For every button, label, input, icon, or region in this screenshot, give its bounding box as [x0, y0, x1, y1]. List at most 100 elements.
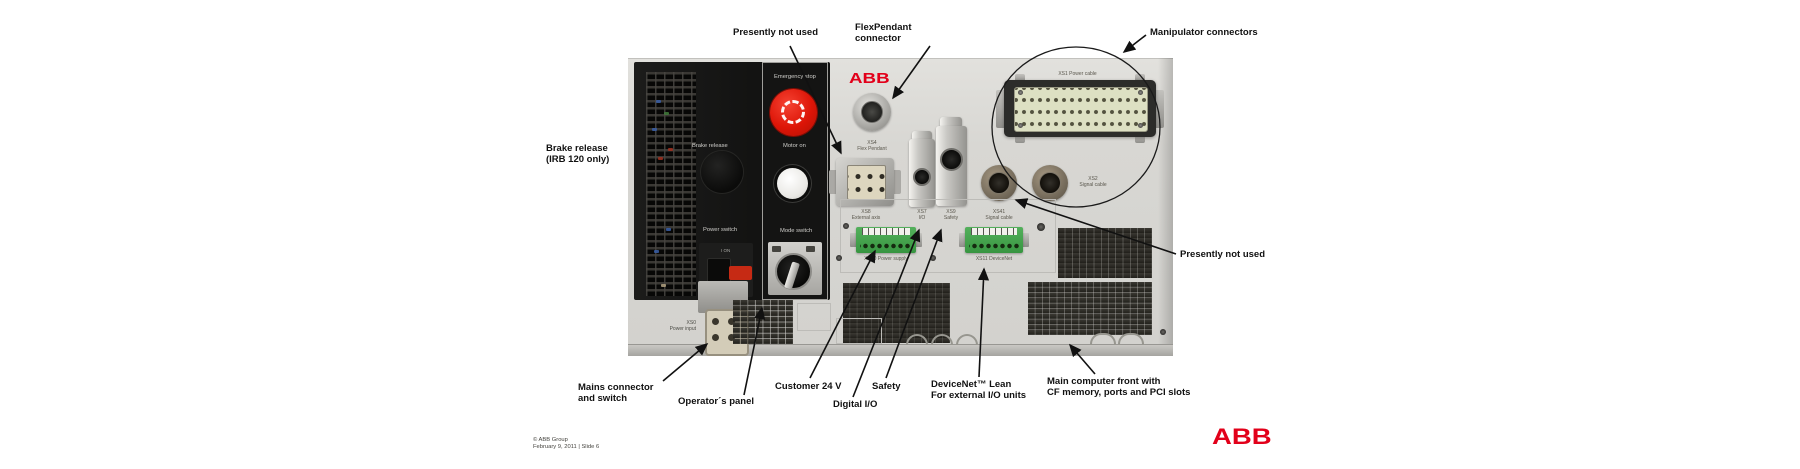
- case-screw: [843, 223, 849, 229]
- breaker-on-label: I ON: [721, 248, 731, 253]
- panel-brake-release-label: Brake release: [692, 143, 728, 149]
- grille-glint: [654, 250, 659, 253]
- callout-devicenet-line1: DeviceNet™ Lean: [931, 379, 1012, 390]
- xs41-code: XS41: [992, 209, 1006, 215]
- xs9-code: XS9: [946, 209, 956, 215]
- grille-glint: [656, 100, 661, 103]
- callout-devicenet-line2: For external I/O units: [931, 390, 1027, 401]
- mode-switch-label: Mode switch: [780, 228, 813, 234]
- xs2-label: XS2 Signal cable: [1070, 176, 1116, 188]
- xs7-socket: [913, 168, 931, 186]
- xs0-pin: [712, 318, 719, 325]
- xs0-code: XS0: [686, 320, 696, 326]
- callout-customer-24v: Customer 24 V: [775, 381, 842, 392]
- bottom-cutout-arc: [956, 334, 978, 345]
- breaker-red-handle[interactable]: [729, 266, 752, 280]
- motor-on-button[interactable]: [777, 168, 808, 199]
- xs1-screw: [1138, 90, 1143, 95]
- cutout-outline: [797, 303, 831, 331]
- xs11-label: XS11 DeviceNet: [975, 256, 1013, 262]
- xs8-flange: [892, 170, 901, 194]
- emergency-stop-label: Emergency stop: [774, 74, 816, 80]
- xs1-screw: [1018, 123, 1023, 128]
- grille-glint: [661, 284, 666, 287]
- xs11-screws: [969, 237, 1019, 249]
- abb-logo-on-panel: ABB: [849, 70, 890, 87]
- xs8-name: External axis: [851, 215, 881, 221]
- callout-main-computer: Main computer front with CF memory, port…: [1047, 376, 1190, 398]
- callout-brake-line2: (IRB 120 only): [546, 154, 610, 165]
- xs11-marker-strip: [971, 228, 1017, 235]
- auto-mode-icon: [806, 246, 815, 252]
- case-screw: [930, 255, 936, 261]
- vent-grille-right-upper: [1058, 228, 1152, 278]
- callout-operators-panel: Operator´s panel: [678, 396, 755, 407]
- grille-glint: [666, 228, 671, 231]
- callout-presently-not-used-right: Presently not used: [1180, 249, 1265, 260]
- xs0-pin: [712, 334, 719, 341]
- callout-presently-not-used-top: Presently not used: [733, 27, 818, 38]
- vent-grille-right-lower: [1028, 282, 1152, 335]
- abb-logo: ABB: [1212, 424, 1272, 449]
- callout-brake-release: Brake release (IRB 120 only): [546, 143, 609, 165]
- motor-on-label: Motor on: [783, 143, 806, 149]
- callout-manipulator-connectors: Manipulator connectors: [1150, 27, 1258, 38]
- xs4-connector-core: [861, 101, 883, 123]
- panel-power-switch-label: Power switch: [703, 227, 738, 233]
- xs41-core: [988, 172, 1010, 194]
- xs9-label: XS9 Safety: [931, 209, 971, 221]
- grille-glint: [668, 148, 673, 151]
- xs1-screw: [1018, 90, 1023, 95]
- xs41-name: Signal cable: [985, 215, 1013, 221]
- callout-flexpendant-line1: FlexPendant: [855, 22, 912, 33]
- callout-digital-io: Digital I/O: [833, 399, 878, 410]
- xs0-name: Power input: [669, 326, 696, 332]
- emergency-stop-arrows: [781, 100, 805, 124]
- xs8-code: XS8: [861, 209, 871, 215]
- xs10-label: XS10 Power supply: [864, 256, 908, 262]
- callout-flexpendant-line2: connector: [855, 33, 901, 44]
- callout-maincomp-line1: Main computer front with: [1047, 376, 1161, 387]
- callout-maincomp-line2: CF memory, ports and PCI slots: [1047, 387, 1191, 398]
- manual-mode-icon: [772, 246, 781, 252]
- grille-glint: [652, 128, 657, 131]
- xs7-code: XS7: [917, 209, 927, 215]
- xs9-name: Safety: [943, 215, 959, 221]
- xs41-label: XS41 Signal cable: [974, 209, 1024, 221]
- xs2-name: Signal cable: [1079, 182, 1107, 188]
- xs0-pin: [728, 334, 735, 341]
- bottom-cutout-arc: [1090, 333, 1116, 345]
- footer-date-slide: February 9, 2011 | Slide 6: [533, 444, 600, 450]
- callout-devicenet-lean: DeviceNet™ Lean For external I/O units: [931, 379, 1026, 401]
- xs4-label: XS4 Flex Pendant: [842, 140, 902, 152]
- xs1-screw: [1138, 123, 1143, 128]
- callout-flexpendant-connector: FlexPendant connector: [855, 22, 912, 44]
- case-screw: [1160, 329, 1166, 335]
- xs8-insert: [847, 165, 886, 200]
- slide-footer: © ABB Group February 9, 2011 | Slide 6: [533, 437, 599, 451]
- xs11-lug: [959, 233, 967, 247]
- callout-mains-line1: Mains connector: [578, 382, 654, 393]
- xs1-label: XS1 Power cable: [1058, 71, 1097, 77]
- callout-mains-line2: and switch: [578, 393, 628, 404]
- xs8-label: XS8 External axis: [836, 209, 896, 221]
- xs10-marker-strip: [862, 228, 910, 235]
- arrow-manipulator: [1122, 34, 1147, 53]
- xs0-pin: [728, 318, 735, 325]
- xs1-insert: [1014, 87, 1148, 132]
- xs4-name: Flex Pendant: [857, 146, 887, 152]
- bottom-cutout-arc: [1118, 333, 1144, 345]
- cutout-outline: [836, 318, 882, 344]
- brake-release-button[interactable]: [701, 151, 743, 193]
- xs9-cap: [940, 117, 962, 128]
- footer-copyright: © ABB Group: [533, 437, 568, 443]
- xs0-label: XS0 Power input: [648, 320, 696, 332]
- xs2-core: [1039, 172, 1061, 194]
- callout-safety: Safety: [872, 381, 901, 392]
- vent-grille-lower-left: [733, 300, 793, 344]
- xs7-cap: [912, 131, 932, 141]
- grille-glint: [658, 157, 663, 160]
- xs7-name: I/O: [918, 215, 926, 221]
- case-screw: [836, 255, 842, 261]
